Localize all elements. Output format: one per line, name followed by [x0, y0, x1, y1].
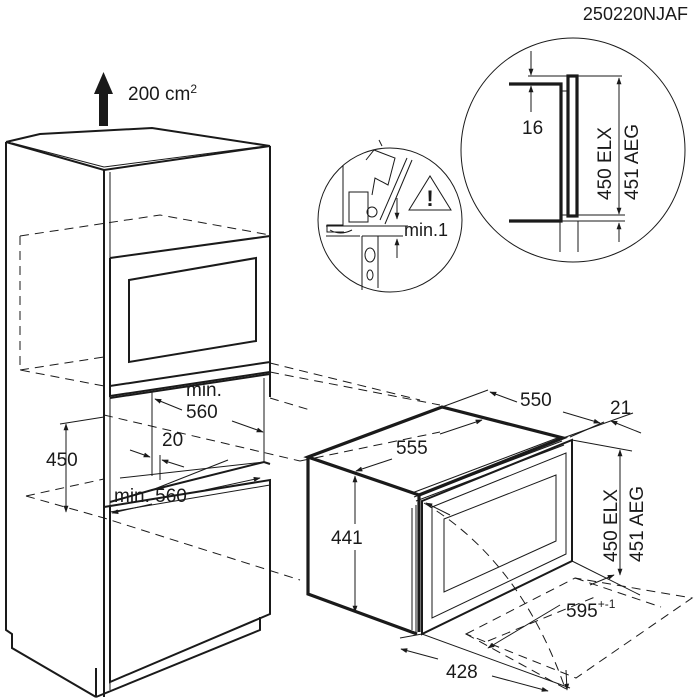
niche-width-arrow-left: [154, 398, 183, 411]
svg-text:!: !: [426, 186, 433, 211]
warning-triangle-icon: !: [408, 175, 452, 211]
side-gap-arrow-right: [161, 459, 185, 468]
detail-height-elx: 450 ELX: [595, 127, 616, 200]
ventilation-label: 200 cm2: [128, 82, 197, 105]
appliance-height-aeg: 451 AEG: [627, 486, 648, 562]
niche-width-label-line1: min.: [186, 380, 222, 401]
tall-cabinet: [5, 126, 271, 698]
appliance-height-elx: 450 ELX: [601, 489, 622, 562]
depth-inner-label: 555: [396, 438, 428, 459]
door-swing-arc: [423, 502, 566, 689]
door-open-depth-label: 428: [446, 662, 478, 683]
niche-depth-label: min. 560: [114, 486, 187, 507]
niche-width-label-line2: 560: [186, 402, 218, 423]
front-offset-label: 16: [522, 118, 543, 139]
document-code: 250220NJAF: [583, 4, 688, 24]
front-detail: [460, 37, 686, 263]
side-gap-label: 20: [162, 430, 183, 451]
depth-outer-label: 550: [520, 390, 552, 411]
detail-height-aeg: 451 AEG: [622, 124, 643, 200]
appliance-body: [303, 405, 641, 689]
front-width-label: 595+-1: [566, 597, 616, 622]
hinge-detail: [317, 139, 463, 293]
side-gap-arrow-left: [129, 449, 151, 458]
hidden-lines: [19, 214, 441, 581]
front-thickness-label: 21: [610, 398, 631, 419]
niche-width-arrow-right: [231, 420, 264, 433]
dimension-niche-height: [59, 416, 105, 513]
ventilation-arrow-icon: [94, 72, 113, 126]
hinge-gap-label: min.1: [404, 220, 448, 240]
body-height-label: 441: [331, 528, 363, 549]
niche-height-label: 450: [46, 450, 78, 471]
door-footprint: [464, 577, 694, 691]
